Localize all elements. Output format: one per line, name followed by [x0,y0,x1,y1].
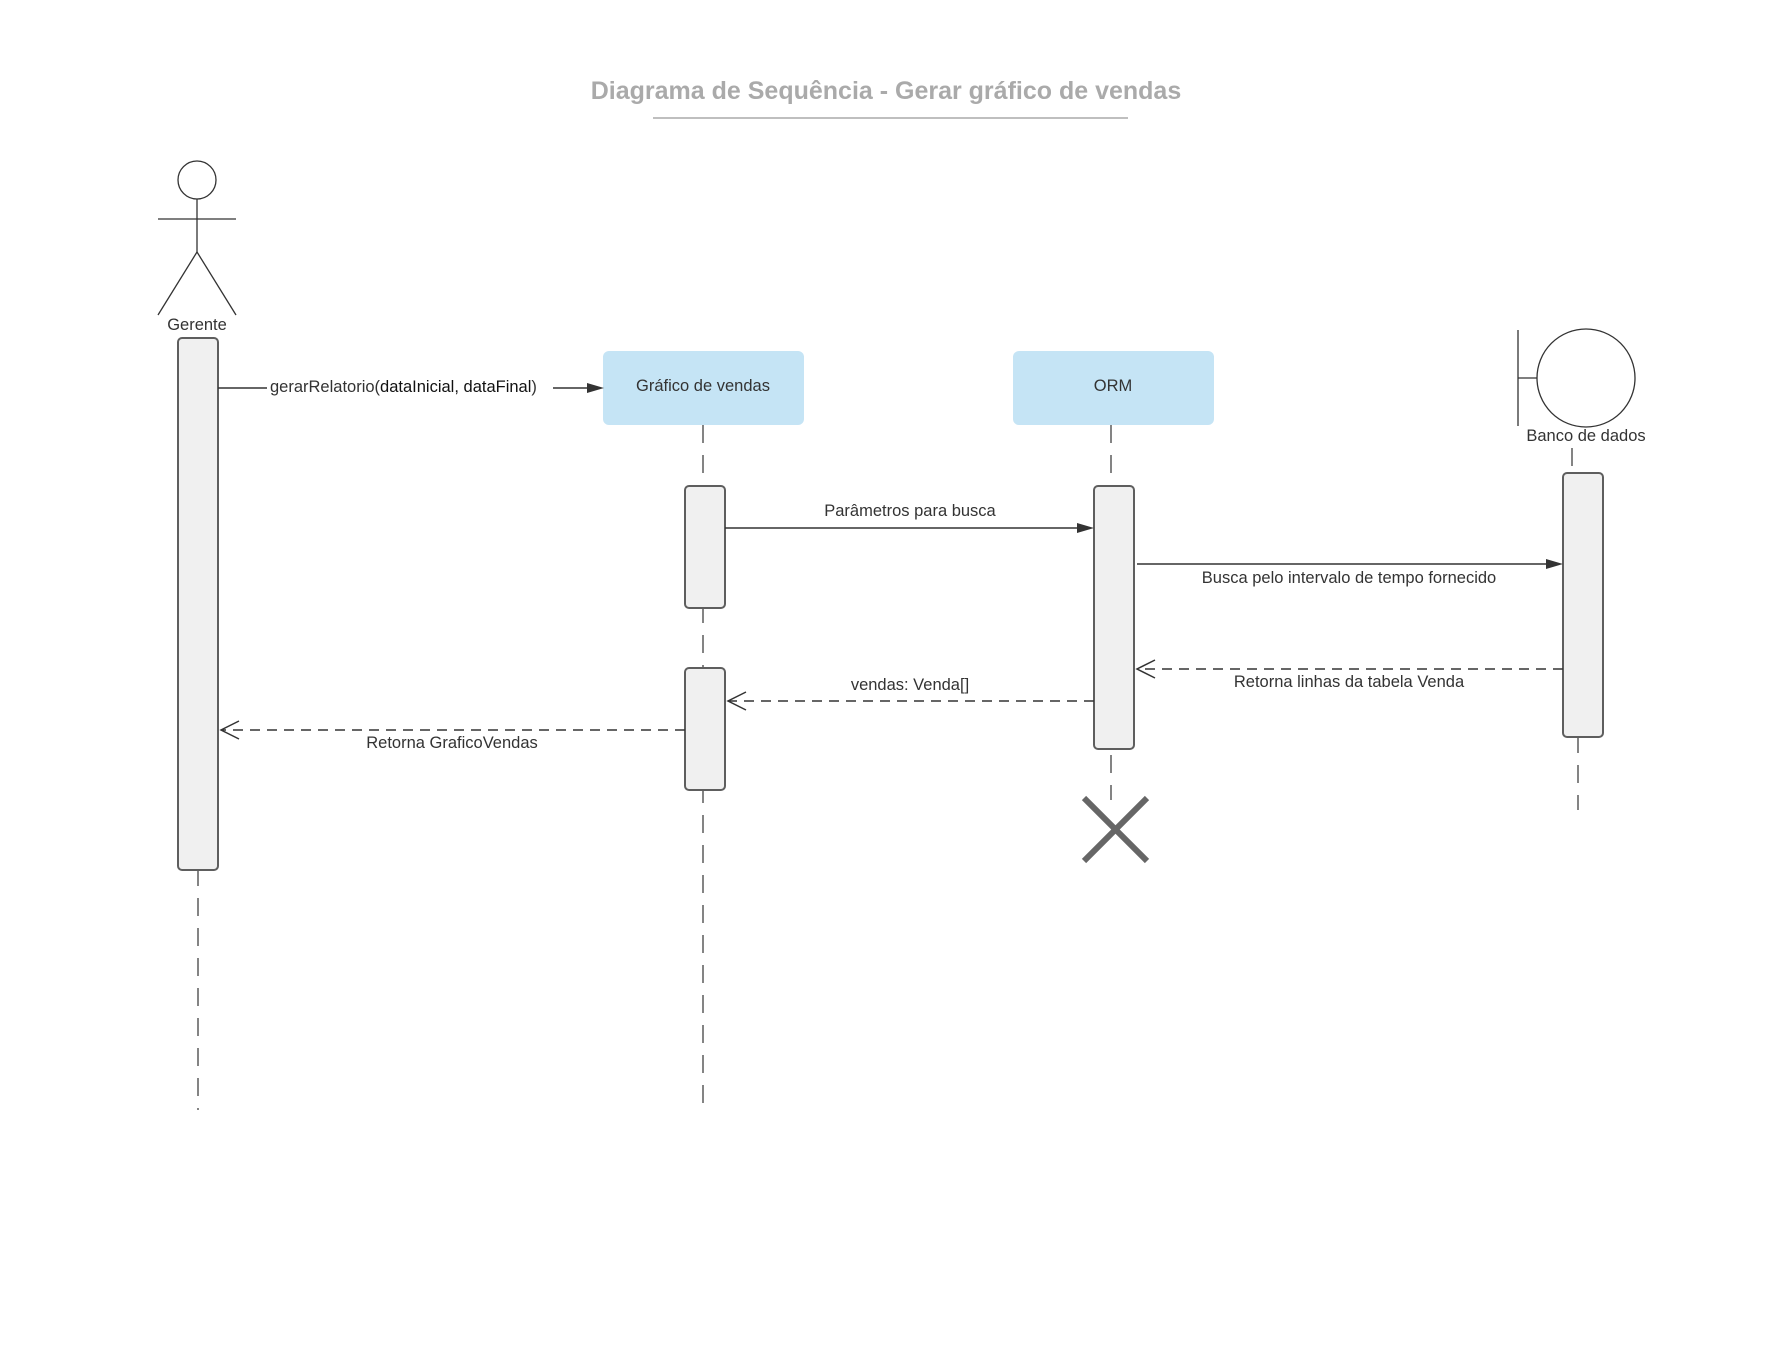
actor-head-icon [177,160,217,200]
actor-gerente[interactable]: Gerente [157,160,237,334]
activation-banco-de-dados [1562,472,1604,738]
message-vendas[interactable]: vendas: Venda[] [726,676,1094,711]
arrow-head-icon [726,691,747,711]
message-retorna-linhas[interactable]: Retorna linhas da tabela Venda [1135,659,1563,691]
actor-right-leg [196,251,237,316]
activation-gerente [177,337,219,871]
arrow-head-icon [219,720,240,740]
message-retorna-grafico-vendas[interactable]: Retorna GraficoVendas [219,720,685,752]
message-label: Retorna linhas da tabela Venda [1234,673,1465,691]
arrow-head-icon [587,383,604,393]
message-gerar-relatorio[interactable]: gerarRelatorio(dataInicial, dataFinal) [218,378,604,396]
message-parametros-para-busca[interactable]: Parâmetros para busca [725,502,1094,533]
message-label: gerarRelatorio(dataInicial, dataFinal) [270,378,537,396]
message-close: ) [531,378,537,396]
boundary-circle-icon [1536,328,1636,428]
message-label: Parâmetros para busca [824,502,996,520]
activation-grafico-1 [684,485,726,609]
object-grafico-de-vendas[interactable]: Gráfico de vendas [603,351,804,425]
object-orm[interactable]: ORM [1013,351,1214,425]
message-method: gerarRelatorio( [270,378,381,396]
destroy-stroke [1081,795,1150,864]
activation-grafico-2 [684,667,726,791]
boundary-label: Banco de dados [1526,427,1645,445]
actor-left-leg [157,251,198,316]
message-busca-intervalo[interactable]: Busca pelo intervalo de tempo fornecido [1137,559,1563,587]
object-box [603,351,804,425]
boundary-banco-de-dados[interactable]: Banco de dados [1517,328,1646,445]
message-label: vendas: Venda[] [851,676,969,694]
object-label: Gráfico de vendas [636,377,770,395]
arrow-head-icon [1077,523,1094,533]
message-label: Busca pelo intervalo de tempo fornecido [1202,569,1496,587]
arrow-head-icon [1546,559,1563,569]
message-label: Retorna GraficoVendas [366,734,538,752]
diagram-title: Diagrama de Sequência - Gerar gráfico de… [591,77,1182,105]
activation-orm [1093,485,1135,750]
object-label: ORM [1094,377,1133,395]
actor-label: Gerente [167,316,227,334]
destroy-mark-icon [1081,795,1150,864]
object-box [1013,351,1214,425]
arrow-head-icon [1135,659,1156,679]
message-params: dataInicial, dataFinal [380,378,531,396]
